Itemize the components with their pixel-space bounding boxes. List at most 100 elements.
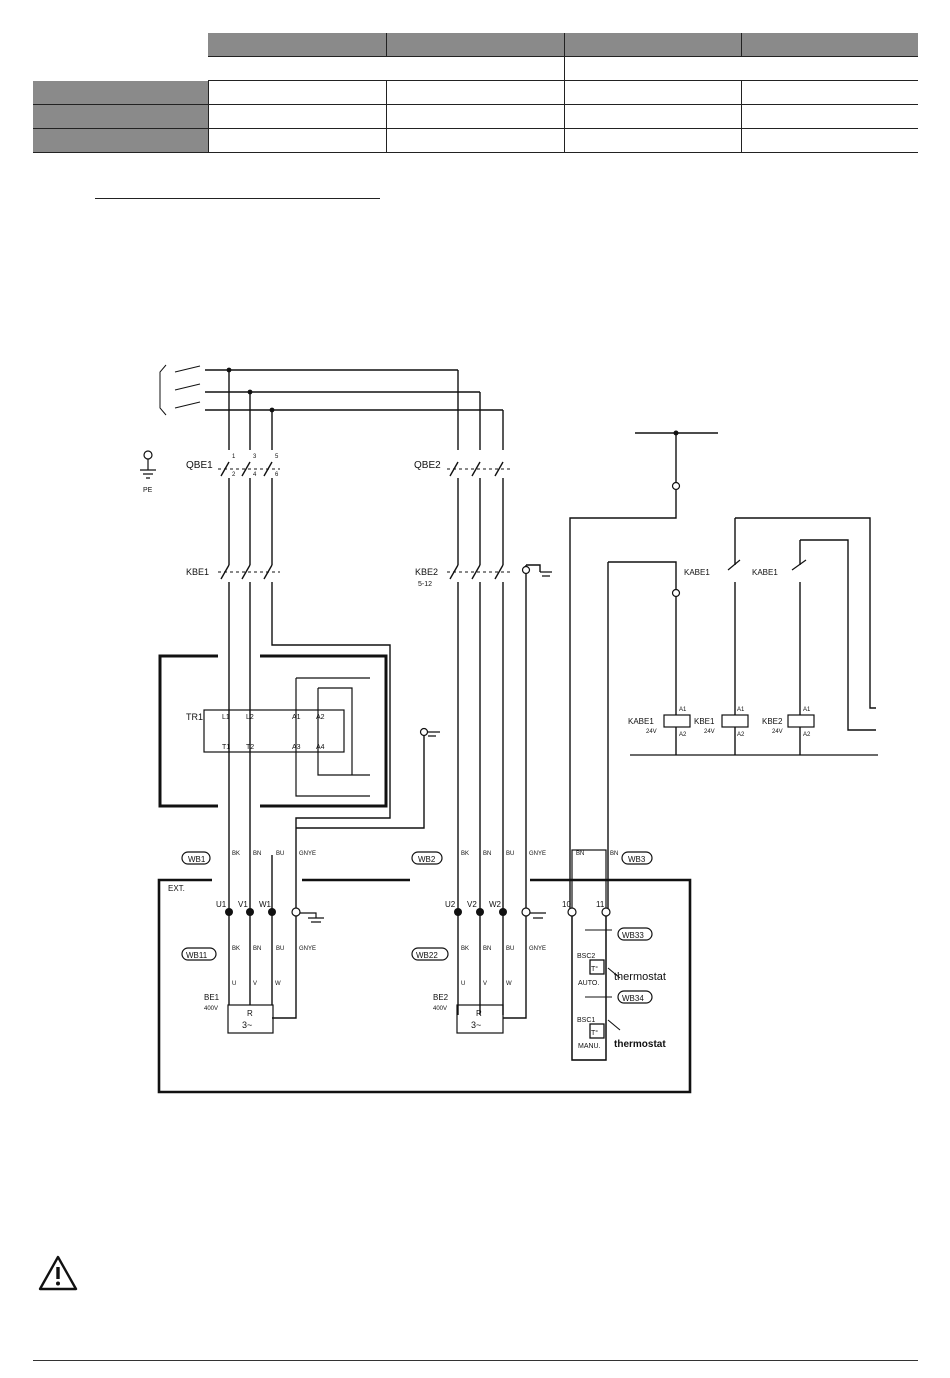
pole-number: 1 <box>232 454 236 460</box>
uvw-label: V <box>483 981 487 987</box>
table-cell <box>386 80 565 105</box>
coil-a2: A2 <box>803 732 811 738</box>
wire-color: GNYE <box>529 946 546 952</box>
table-cell <box>208 80 387 105</box>
heater-symbol: R <box>476 1009 482 1018</box>
coil-2-voltage: 24V <box>704 729 715 735</box>
wire-color: BU <box>276 851 284 857</box>
tr-term-a3: A3 <box>292 744 301 751</box>
tr-term-t2: T2 <box>246 744 254 751</box>
table-cell <box>33 104 209 129</box>
table-cell <box>741 33 918 57</box>
transformer-label: TR1 <box>186 712 203 722</box>
cable-wb11: WB11 <box>186 951 208 960</box>
terminal-v1: V1 <box>238 900 248 909</box>
wire-color: BK <box>461 851 469 857</box>
table-row <box>33 80 918 105</box>
thermostat-2-mode: MANU. <box>578 1043 601 1050</box>
spec-table <box>33 33 918 153</box>
coil-a1: A1 <box>679 707 687 713</box>
table-cell <box>208 104 387 129</box>
pole-number: 6 <box>275 472 279 478</box>
wire-color: BN <box>483 851 491 857</box>
cable-wb1: WB1 <box>188 855 206 864</box>
coil-1-voltage: 24V <box>646 729 657 735</box>
tr-term-a2: A2 <box>316 714 325 721</box>
coil-a2: A2 <box>737 732 745 738</box>
heater-2-voltage: 400V <box>433 1006 447 1012</box>
thermostat-2-tag: BSC1 <box>577 1017 595 1024</box>
cable-wb2: WB2 <box>418 855 436 864</box>
terminal-u2: U2 <box>445 900 456 909</box>
table-cell <box>386 33 565 57</box>
wire-color: GNYE <box>299 851 316 857</box>
coil-3-voltage: 24V <box>772 729 783 735</box>
thermo-symbol: T° <box>591 1029 598 1037</box>
table-row <box>33 56 918 81</box>
wire-color: BN <box>483 946 491 952</box>
wire-color: BN <box>253 851 261 857</box>
uvw-label: W <box>275 981 281 987</box>
terminal-w2: W2 <box>489 900 502 909</box>
pole-number: 4 <box>253 472 257 478</box>
breaker-second-label: QBE2 <box>414 460 441 471</box>
coil-a1: A1 <box>803 707 811 713</box>
coil-3-name: KBE2 <box>762 717 783 726</box>
uvw-label: U <box>232 981 236 987</box>
terminal-10: 10 <box>562 900 571 909</box>
wire-color: BN <box>576 851 584 857</box>
wire-color: BU <box>276 946 284 952</box>
ext-label: EXT. <box>168 884 185 893</box>
contact-kabe1-a: KABE1 <box>684 568 710 577</box>
terminal-11: 11 <box>596 900 605 909</box>
table-cell <box>208 128 387 153</box>
terminal-w1: W1 <box>259 900 272 909</box>
table-cell <box>741 104 918 129</box>
uvw-label: V <box>253 981 257 987</box>
phase-symbol: 3~ <box>242 1020 252 1030</box>
section-heading-rule <box>95 198 380 199</box>
breaker-main-label: QBE1 <box>186 460 213 471</box>
cable-tag <box>181 851 211 865</box>
table-cell <box>33 128 209 153</box>
phase-symbol: 3~ <box>471 1020 481 1030</box>
cable-tag <box>621 851 653 865</box>
table-cell <box>386 104 565 129</box>
uvw-label: W <box>506 981 512 987</box>
wire-color: BN <box>253 946 261 952</box>
wire-color: BU <box>506 946 514 952</box>
table-row <box>33 33 918 57</box>
heater-2-label: BE2 <box>433 993 449 1002</box>
table-cell <box>741 128 918 153</box>
uvw-label: U <box>461 981 465 987</box>
cable-tag <box>181 947 217 961</box>
coil-a2: A2 <box>679 732 687 738</box>
cable-wb3: WB3 <box>628 855 646 864</box>
table-cell <box>564 104 742 129</box>
wire-color: BK <box>232 946 240 952</box>
cable-wb34: WB34 <box>622 994 644 1003</box>
table-cell <box>741 80 918 105</box>
tr-term-t1: T1 <box>222 744 230 751</box>
terminal-u1: U1 <box>216 900 227 909</box>
cable-tag <box>411 851 443 865</box>
warning-triangle-icon <box>38 1255 78 1291</box>
footer-rule <box>33 1360 918 1361</box>
tr-term-a1: A1 <box>292 714 301 721</box>
wire-color: GNYE <box>529 851 546 857</box>
table-cell <box>33 80 209 105</box>
pole-number: 3 <box>253 454 257 460</box>
thermo-symbol: T° <box>591 965 598 973</box>
thermostat-1-tag: BSC2 <box>577 953 595 960</box>
table-row <box>33 128 918 153</box>
wire-color: BK <box>461 946 469 952</box>
cable-tag <box>617 990 653 1004</box>
cable-wb22: WB22 <box>416 951 438 960</box>
coil-a1: A1 <box>737 707 745 713</box>
table-cell <box>208 33 387 57</box>
heater-1-label: BE1 <box>204 993 220 1002</box>
pole-number: 2 <box>232 472 236 478</box>
wire-color: GNYE <box>299 946 316 952</box>
contactor-main-label: KBE1 <box>186 567 209 577</box>
